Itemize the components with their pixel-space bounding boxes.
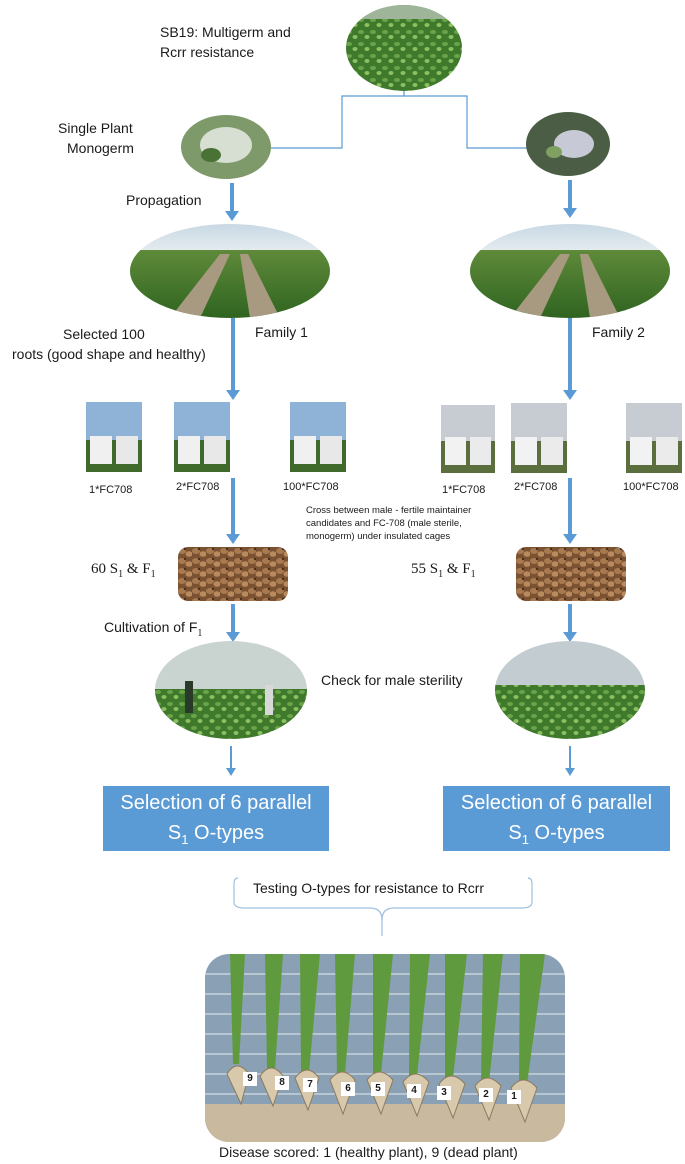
greenhouse-photo-right [495,641,645,739]
score-card: 3 [437,1086,451,1100]
top-label-line1: SB19: Multigerm and [160,24,291,40]
arrow-down [226,478,240,544]
arrow-down [226,604,240,642]
beet-disease-photo: 9 8 7 6 5 4 3 2 1 [205,954,565,1142]
cross-label: 100*FC708 [623,481,679,493]
cage-photo [511,403,567,473]
cage-photo [290,402,346,472]
check-sterility-label: Check for male sterility [321,672,463,688]
testing-brace [233,877,533,936]
arrow-down [226,746,236,776]
top-label-line2: Rcrr resistance [160,44,255,60]
testing-label: Testing O-types for resistance to Rcrr [253,880,485,896]
score-card: 5 [371,1082,385,1096]
cross-note-line3: monogerm) under insulated cages [306,531,451,542]
cage-photo [626,403,682,473]
selected-label-line1: Selected 100 [63,326,145,342]
score-card: 1 [507,1090,521,1104]
propagation-label: Propagation [126,192,202,208]
arrow-down [225,183,239,221]
single-plant-label-line1: Single Plant [58,120,133,136]
seed-photo [516,547,626,601]
family1-label: Family 1 [255,324,308,340]
seed-photo [178,547,288,601]
cross-note-line2: candidates and FC-708 (male sterile, [306,518,462,529]
arrow-down [565,746,575,776]
monogerm-plant-photo [181,115,271,179]
family2-field-photo [470,224,670,318]
arrow-down [563,180,577,218]
selected-label-line2: roots (good shape and healthy) [12,346,206,362]
family2-label: Family 2 [592,324,645,340]
branch-connector [250,91,527,149]
cage-photo [86,402,142,472]
cage-photo [174,402,230,472]
arrow-down [226,318,240,400]
cross-label: 1*FC708 [89,484,133,496]
selection-box-right: Selection of 6 parallel S1 O-types [443,786,670,851]
monogerm-plant-photo-2 [526,112,610,176]
multigerm-plant-photo [346,5,462,91]
score-card: 9 [243,1072,257,1086]
seed-label-left: 60 S1 & F1 [91,561,156,580]
arrow-down [563,478,577,544]
cross-label: 100*FC708 [283,481,339,493]
disease-caption: Disease scored: 1 (healthy plant), 9 (de… [219,1144,518,1160]
score-card: 2 [479,1088,493,1102]
family1-field-photo [130,224,330,318]
cross-label: 1*FC708 [442,484,486,496]
cross-note-line1: Cross between male - fertile maintainer [306,505,472,516]
arrow-down [563,604,577,642]
arrow-down [563,318,577,400]
single-plant-label-line2: Monogerm [67,140,134,156]
seed-label-right: 55 S1 & F1 [411,561,476,580]
score-card: 6 [341,1082,355,1096]
score-card: 8 [275,1076,289,1090]
cage-photo [441,405,495,473]
score-card: 4 [407,1084,421,1098]
selection-box-left: Selection of 6 parallel S1 O-types [103,786,329,851]
score-card: 7 [303,1078,317,1092]
cultivation-label: Cultivation of F1 [104,619,203,639]
greenhouse-photo-left [155,641,307,739]
cross-label: 2*FC708 [514,481,558,493]
cross-label: 2*FC708 [176,481,220,493]
